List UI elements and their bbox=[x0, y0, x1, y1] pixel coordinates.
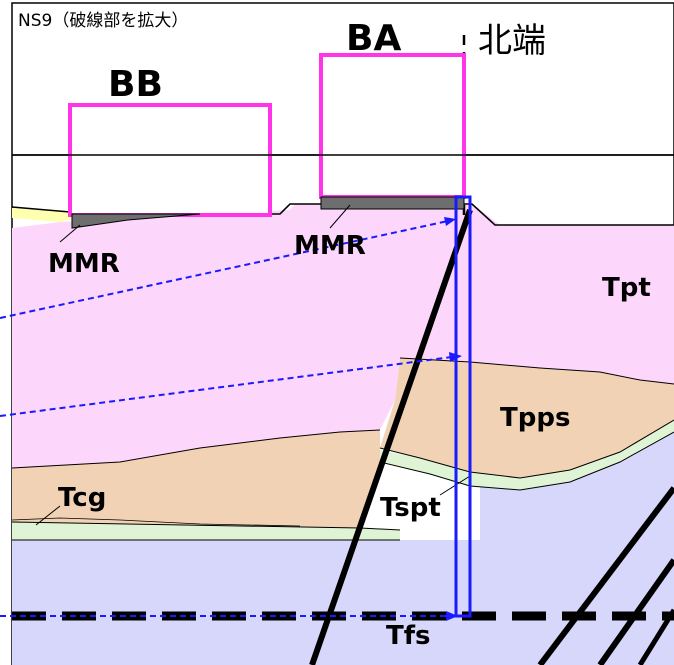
tfs-label: Tfs bbox=[386, 621, 431, 651]
layer-tspt-right bbox=[370, 420, 674, 490]
mmr-slab-left bbox=[71, 213, 201, 229]
tpt-label: Tpt bbox=[602, 273, 651, 303]
arrow-2 bbox=[0, 352, 462, 417]
building-ba-label: BA bbox=[346, 18, 401, 59]
north-end-label: 北端 bbox=[478, 21, 546, 61]
arrow-1 bbox=[0, 217, 456, 319]
mmr-leader-right bbox=[329, 204, 351, 229]
highlight-box bbox=[454, 195, 472, 618]
layer-tpps bbox=[12, 430, 380, 528]
tcg-label: Tcg bbox=[58, 483, 106, 513]
mmr-slab-right bbox=[320, 196, 465, 210]
building-bb-label: BB bbox=[108, 64, 163, 105]
boundary-tpt-tpps-right bbox=[399, 357, 674, 385]
figure-title: NS9（破線部を拡大） bbox=[18, 11, 188, 31]
building-ba-outline bbox=[319, 53, 466, 199]
fault-right-1 bbox=[537, 486, 674, 665]
mmr-right-label: MMR bbox=[294, 231, 366, 261]
tcg-leader bbox=[35, 505, 61, 526]
building-bb-outline bbox=[68, 103, 272, 217]
surface-fill bbox=[12, 208, 90, 222]
mmr-leader-left bbox=[59, 224, 81, 243]
layer-tpt bbox=[12, 204, 674, 468]
boundary-tspt-tfs-right bbox=[379, 431, 674, 491]
boundary-tpt-tpps-left bbox=[11, 429, 381, 469]
layer-tfs bbox=[12, 540, 674, 665]
layer-tpps-right bbox=[380, 358, 674, 478]
tspt-label: Tspt bbox=[380, 493, 441, 523]
tpps-label: Tpps bbox=[500, 403, 570, 433]
mmr-left-label: MMR bbox=[48, 249, 120, 279]
boundary-tpps-tspt-right bbox=[379, 419, 674, 479]
arrow-3 bbox=[0, 611, 458, 621]
fault-main bbox=[309, 209, 473, 665]
layer-tspt bbox=[12, 522, 400, 540]
